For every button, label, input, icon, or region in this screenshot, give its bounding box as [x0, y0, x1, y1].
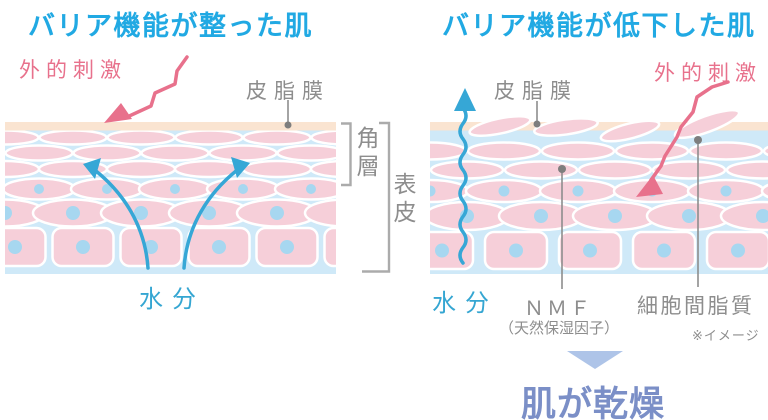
sebum-film-label-left: 皮脂膜 [246, 79, 330, 103]
external-stimulus-penetrating-arrow-icon [636, 80, 730, 197]
epidermis-label: 表皮 [393, 172, 417, 226]
external-stimulus-blocked-arrow-icon [104, 55, 189, 123]
nmf-callout [558, 165, 566, 289]
sebum-film-callout-left [284, 100, 292, 129]
intercellular-lipids-callout [694, 136, 702, 287]
moisture-label-right: 水分 [432, 289, 498, 317]
right-skin-block [430, 122, 768, 274]
nmf-subtitle-label: （天然保湿因子） [499, 319, 620, 337]
sebum-film-layer-right [430, 122, 768, 131]
moisture-retained-arrows-icon [83, 157, 250, 270]
intercellular-lipids-label: 細胞間脂質 [637, 294, 755, 318]
moisture-label-left: 水分 [139, 285, 205, 313]
stratum-corneum-label: 角層 [356, 126, 380, 180]
right-panel-title: バリア機能が低下した肌 [442, 11, 756, 42]
external-stimulus-label-left: 外的刺激 [19, 58, 127, 82]
left-panel-title: バリア機能が整った肌 [28, 11, 313, 42]
moisture-escape-arrow-icon [454, 88, 476, 265]
left-skin-block [5, 122, 336, 274]
sebum-flakes [468, 108, 741, 143]
sebum-film-callout-right [533, 101, 541, 128]
nmf-label: ＮＭＦ [524, 296, 593, 320]
external-stimulus-label-right: 外的刺激 [654, 61, 762, 85]
sebum-film-label-right: 皮脂膜 [494, 79, 578, 103]
image-disclaimer-note: ※イメージ [692, 329, 760, 344]
result-label: 肌が乾燥 [521, 385, 666, 420]
result-arrow-triangle [567, 351, 623, 369]
stratum-corneum-bracket [341, 122, 352, 187]
sebum-film-layer-left [5, 122, 336, 131]
epidermis-bracket [362, 121, 391, 273]
